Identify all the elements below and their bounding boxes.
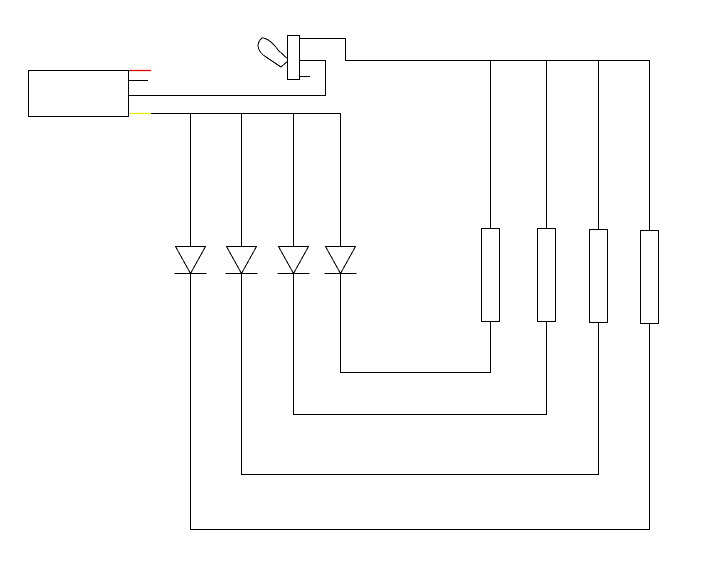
diode-branch xyxy=(324,113,357,275)
return-loop-wire xyxy=(293,274,547,415)
resistor-body xyxy=(537,228,556,322)
diode-symbol xyxy=(225,246,258,275)
slide-switch xyxy=(287,35,300,80)
diode-branch xyxy=(277,113,310,275)
power-module xyxy=(28,70,129,117)
resistor-body xyxy=(640,230,659,324)
resistor-group xyxy=(481,60,659,324)
diode-group xyxy=(174,113,357,275)
diode-symbol xyxy=(174,246,207,275)
return-loop-wire xyxy=(340,274,491,373)
resistor-body xyxy=(589,229,608,323)
resistor-branch xyxy=(537,60,556,322)
finger-icon xyxy=(257,37,290,68)
diode-symbol xyxy=(324,246,357,275)
diode-symbol xyxy=(277,246,310,275)
resistor-branch xyxy=(589,60,608,323)
return-loops xyxy=(190,274,650,530)
resistor-branch xyxy=(640,60,659,324)
diode-branch xyxy=(225,113,258,275)
diode-branch xyxy=(174,113,207,275)
return-loop-wire xyxy=(241,274,599,475)
resistor-body xyxy=(481,228,500,322)
return-loop-wire xyxy=(190,274,650,530)
resistor-branch xyxy=(481,60,500,322)
